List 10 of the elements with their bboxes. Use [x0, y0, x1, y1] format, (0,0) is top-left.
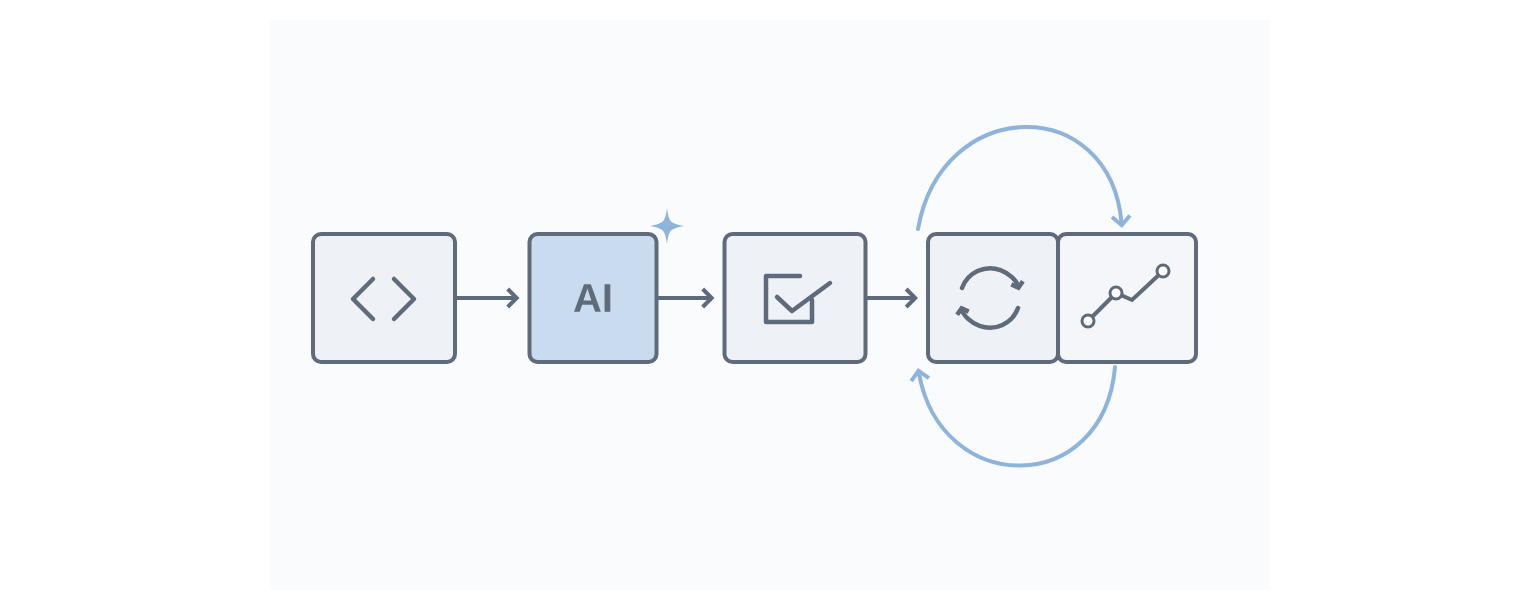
icon-box: [722, 232, 868, 364]
arrow: [865, 287, 918, 309]
arrow: [656, 287, 715, 309]
process-box: AI: [527, 232, 659, 364]
arrow: [916, 125, 1132, 231]
arrow: [909, 365, 1117, 468]
icon-box: [1056, 232, 1198, 364]
icon-box: [311, 232, 457, 364]
arrow: [455, 287, 520, 309]
icon-box: [926, 232, 1060, 364]
